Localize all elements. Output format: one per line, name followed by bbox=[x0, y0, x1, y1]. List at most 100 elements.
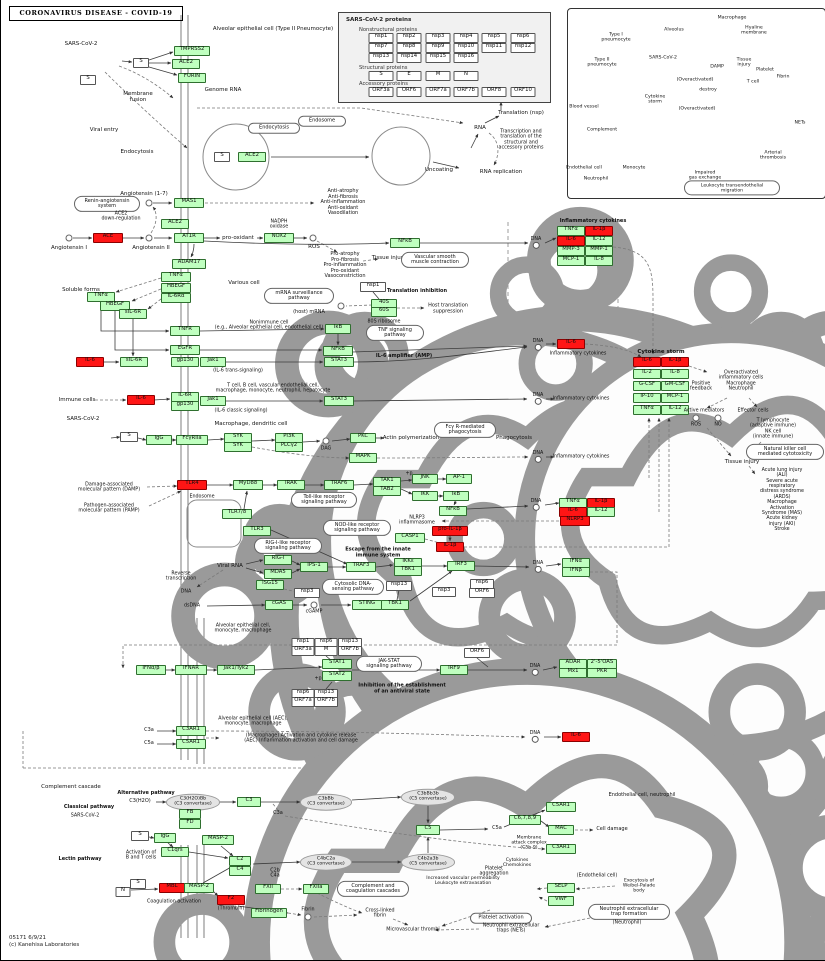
gene-i-b[interactable]: IκB bbox=[325, 324, 351, 334]
gene-isg15[interactable]: ISG15 bbox=[256, 580, 284, 590]
gene-mmp-3[interactable]: MMP-3 bbox=[557, 246, 585, 256]
pathway-rig-i-like-receptor-signaling-pathway[interactable]: RIG-I-like receptor signaling pathway bbox=[254, 537, 322, 555]
disease-gene-il-1[interactable]: IL-1β bbox=[661, 357, 689, 367]
pathway-cytosolic-dna-sensing-pathway[interactable]: Cytosolic DNA- sensing pathway bbox=[322, 578, 384, 596]
viral-protein-nsp3[interactable]: nsp3 bbox=[294, 588, 320, 598]
gene-at1r[interactable]: AT1R bbox=[174, 233, 204, 243]
gene-tnf[interactable]: TNFα bbox=[161, 272, 191, 282]
disease-gene-il-6[interactable]: IL-6 bbox=[76, 357, 104, 367]
gene-jak1[interactable]: Jak1 bbox=[200, 357, 226, 367]
gene-sil-6r[interactable]: sIL-6R bbox=[120, 357, 148, 367]
gene-il-12[interactable]: IL-12 bbox=[585, 236, 613, 246]
gene-c5[interactable]: C5 bbox=[416, 825, 440, 835]
viral-protein-nsp5[interactable]: nsp5 bbox=[481, 33, 507, 43]
viral-protein-s[interactable]: S bbox=[368, 71, 394, 81]
complex-c4bc2a-c3-convertase[interactable]: C4bC2a (C3 convertase) bbox=[300, 853, 352, 871]
disease-gene-il-1[interactable]: IL-1β bbox=[436, 542, 464, 552]
gene-irf9[interactable]: IRF9 bbox=[440, 665, 468, 675]
viral-protein-orf7b[interactable]: ORF7b bbox=[314, 697, 338, 707]
viral-protein-orf10[interactable]: ORF10 bbox=[510, 87, 536, 97]
pathway-tnf-signaling-pathway[interactable]: TNF signaling pathway bbox=[366, 324, 424, 342]
disease-gene-mbl[interactable]: MBL bbox=[159, 883, 185, 893]
gene-plc-2[interactable]: PLCγ2 bbox=[275, 442, 303, 452]
gene-gm-csf[interactable]: GM-CSF bbox=[661, 381, 689, 391]
gene-tbk1[interactable]: TBK1 bbox=[381, 600, 409, 610]
gene-tlr3[interactable]: TLR3 bbox=[243, 526, 271, 536]
disease-gene-il-6[interactable]: IL-6 bbox=[562, 732, 590, 742]
pathway-mrna-surveillance-pathway[interactable]: mRNA surveillance pathway bbox=[264, 287, 334, 305]
disease-gene-il-6[interactable]: IL-6 bbox=[557, 236, 585, 246]
gene-g-csf[interactable]: G-CSF bbox=[633, 381, 661, 391]
gene-adam17[interactable]: ADAM17 bbox=[172, 259, 206, 269]
gene-igg[interactable]: IgG bbox=[154, 833, 176, 843]
pathway-natural-killer-cell-mediated-cytotoxicit[interactable]: Natural killer cell mediated cytotoxicit… bbox=[746, 443, 824, 461]
viral-protein-n[interactable]: N bbox=[115, 887, 131, 897]
viral-protein-orf3a[interactable]: ORF3a bbox=[368, 87, 394, 97]
viral-protein-nsp12[interactable]: nsp12 bbox=[510, 43, 536, 53]
gene-hbegf[interactable]: HBEGF bbox=[161, 283, 191, 293]
viral-protein-orf8[interactable]: ORF8 bbox=[481, 87, 507, 97]
viral-protein-nsp16[interactable]: nsp16 bbox=[453, 53, 479, 63]
gene-sil-6r[interactable]: sIL-6R bbox=[119, 309, 147, 319]
gene-gp130[interactable]: gp130 bbox=[171, 401, 199, 411]
viral-protein-nsp14[interactable]: nsp14 bbox=[396, 53, 422, 63]
viral-protein-orf3a[interactable]: ORF3a bbox=[291, 646, 315, 656]
gene-hbegf[interactable]: HBEGF bbox=[100, 301, 130, 311]
gene-irf3[interactable]: IRF3 bbox=[447, 561, 475, 571]
gene-jak1-tyk2[interactable]: Jak1/Tyk2 bbox=[217, 665, 255, 675]
gene-il-12[interactable]: IL-12 bbox=[661, 405, 689, 415]
gene-tab2[interactable]: TAB2 bbox=[373, 486, 401, 496]
gene-ace2[interactable]: ACE2 bbox=[172, 59, 200, 69]
viral-protein-nsp7[interactable]: nsp7 bbox=[368, 43, 394, 53]
gene-pkc[interactable]: PKC bbox=[350, 433, 376, 443]
gene-il-8[interactable]: IL-8 bbox=[661, 369, 689, 379]
pathway-fc-r-mediated-phagocytosis[interactable]: Fcγ R-mediated phagocytosis bbox=[434, 421, 496, 439]
disease-gene-ace[interactable]: ACE bbox=[93, 233, 123, 243]
gene-il-6r[interactable]: IL-6Rα bbox=[161, 293, 191, 303]
viral-protein-s[interactable]: S bbox=[120, 432, 138, 442]
viral-protein-s[interactable]: S bbox=[214, 152, 230, 162]
gene-furin[interactable]: FURIN bbox=[178, 73, 206, 83]
viral-protein-nsp3[interactable]: nsp3 bbox=[432, 587, 456, 597]
gene-stat3[interactable]: STAT3 bbox=[324, 396, 354, 406]
viral-protein-nsp10[interactable]: nsp10 bbox=[453, 43, 479, 53]
pathway-jak-stat-signaling-pathway[interactable]: JAK-STAT signaling pathway bbox=[356, 655, 422, 673]
gene-ap-1[interactable]: AP-1 bbox=[446, 474, 472, 484]
gene-mda5[interactable]: MDA5 bbox=[264, 569, 292, 579]
gene-ifn[interactable]: IFNα/β bbox=[136, 665, 166, 675]
gene-c3ar1[interactable]: C3AR1 bbox=[176, 726, 206, 736]
disease-gene-nlrp3[interactable]: NLRP3 bbox=[560, 516, 590, 526]
gene-stat3[interactable]: STAT3 bbox=[324, 357, 354, 367]
gene-mcp-1[interactable]: MCP-1 bbox=[557, 256, 585, 266]
gene-c6-7-8-9[interactable]: C6,7,8,9 bbox=[509, 815, 541, 825]
viral-protein-s[interactable]: S bbox=[131, 831, 149, 841]
gene-mx1[interactable]: Mx1 bbox=[559, 668, 587, 678]
viral-protein-s[interactable]: S bbox=[80, 75, 96, 85]
disease-gene-tlr4[interactable]: TLR4 bbox=[177, 480, 207, 490]
gene-fd[interactable]: FD bbox=[179, 819, 201, 829]
gene-c3ar1[interactable]: C3AR1 bbox=[546, 844, 576, 854]
gene-casp1[interactable]: CASP1 bbox=[395, 533, 425, 543]
pathway-endocytosis[interactable]: Endocytosis bbox=[248, 122, 300, 134]
gene-i-b[interactable]: IκB bbox=[443, 491, 469, 501]
viral-protein-nsp6[interactable]: nsp6 bbox=[510, 33, 536, 43]
gene-ikk[interactable]: IKK bbox=[412, 491, 438, 501]
gene-c5ar1[interactable]: C5AR1 bbox=[176, 739, 206, 749]
gene-nf-b[interactable]: NFκB bbox=[439, 506, 467, 516]
viral-protein-nsp15[interactable]: nsp15 bbox=[425, 53, 451, 63]
gene-ace2[interactable]: ACE2 bbox=[161, 219, 189, 229]
gene-igg[interactable]: IgG bbox=[146, 435, 172, 445]
gene-nf-b[interactable]: NFκB bbox=[323, 346, 353, 356]
gene-c1qrs[interactable]: C1qrs bbox=[161, 847, 189, 857]
gene-tnfr[interactable]: TNFR bbox=[170, 326, 200, 336]
gene-il-8[interactable]: IL-8 bbox=[585, 256, 613, 266]
viral-protein-nsp8[interactable]: nsp8 bbox=[396, 43, 422, 53]
gene-vwf[interactable]: VWF bbox=[548, 896, 574, 906]
gene-il-2[interactable]: IL-2 bbox=[633, 369, 661, 379]
gene-il-12[interactable]: IL-12 bbox=[587, 507, 615, 517]
viral-protein-orf7a[interactable]: ORF7a bbox=[291, 697, 315, 707]
viral-protein-nsp4[interactable]: nsp4 bbox=[453, 33, 479, 43]
disease-gene-il-6[interactable]: IL-6 bbox=[127, 395, 155, 405]
gene-mcp-1[interactable]: MCP-1 bbox=[661, 393, 689, 403]
gene-jak1[interactable]: Jak1 bbox=[200, 396, 226, 406]
